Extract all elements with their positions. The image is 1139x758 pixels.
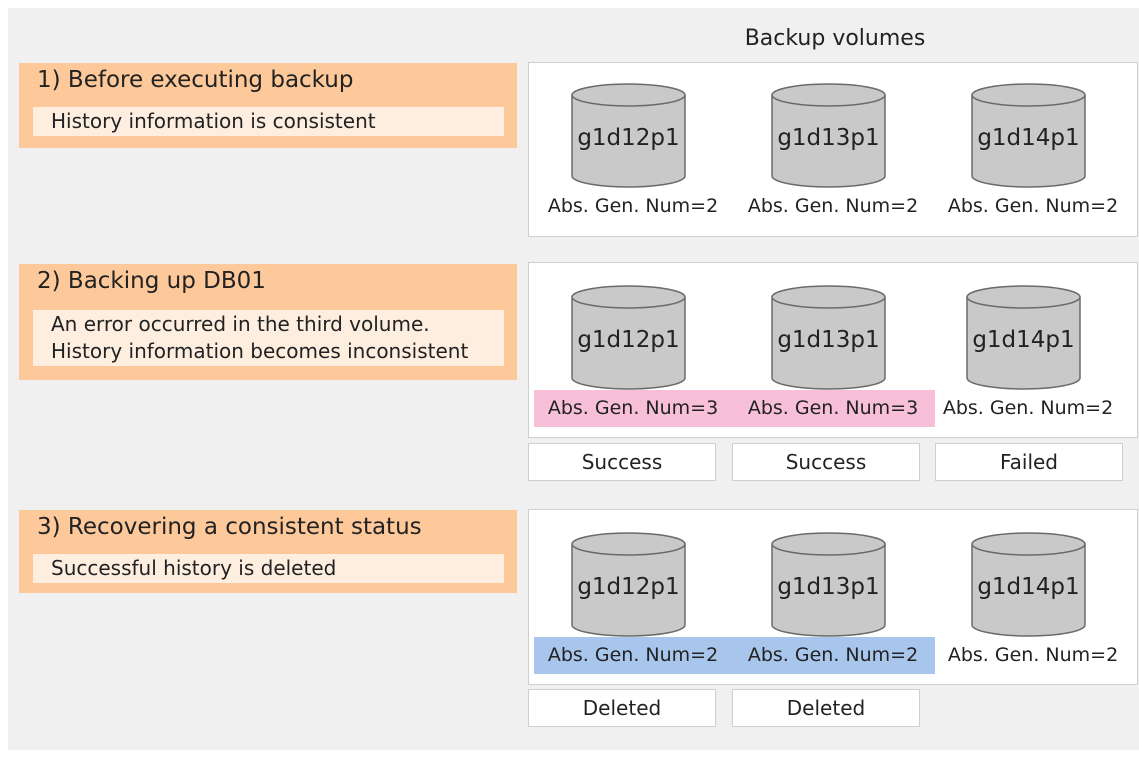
cylinder-icon [971,83,1086,188]
step-3-description: Successful history is deleted [33,554,504,583]
step-1-volume-panel: g1d12p1 Abs. Gen. Num=2 g1d13p1 Abs. Gen… [528,62,1138,237]
step-1-title: 1) Before executing backup [37,67,354,93]
step-2-title: 2) Backing up DB01 [37,268,266,294]
volume-name: g1d14p1 [977,574,1080,600]
volume-name: g1d14p1 [977,125,1080,151]
step-3-title: 3) Recovering a consistent status [37,514,422,540]
step-2-desc-line: History information becomes inconsistent [51,339,469,363]
result-label: Failed [935,443,1123,481]
volume-name: g1d13p1 [777,125,880,151]
cylinder-icon [771,285,886,390]
cylinder-icon [571,532,686,637]
abs-gen-num: Abs. Gen. Num=2 [547,195,719,217]
abs-gen-num: Abs. Gen. Num=2 [547,644,719,666]
backup-volumes-header: Backup volumes [744,26,926,51]
volume-name: g1d12p1 [577,125,680,151]
abs-gen-num: Abs. Gen. Num=2 [747,644,919,666]
step-1-description: History information is consistent [33,107,504,136]
step-2-desc-line: An error occurred in the third volume. [51,312,430,336]
step-2-description: An error occurred in the third volume. H… [33,310,504,366]
volume-name: g1d12p1 [577,574,680,600]
step-2-volume-panel: g1d12p1 Abs. Gen. Num=3 g1d13p1 Abs. Gen… [528,262,1138,438]
volume-name: g1d12p1 [577,327,680,353]
success-highlight [534,390,935,427]
cylinder-icon [971,532,1086,637]
result-label: Deleted [528,689,716,727]
deleted-highlight [534,637,935,674]
step-2-box: 2) Backing up DB01 An error occurred in … [19,264,517,380]
abs-gen-num: Abs. Gen. Num=3 [547,397,719,419]
result-label: Success [528,443,716,481]
step-3-box: 3) Recovering a consistent status Succes… [19,510,517,593]
cylinder-icon [571,83,686,188]
cylinder-icon [771,83,886,188]
result-label: Success [732,443,920,481]
abs-gen-num: Abs. Gen. Num=2 [942,397,1114,419]
abs-gen-num: Abs. Gen. Num=2 [747,195,919,217]
step-1-box: 1) Before executing backup History infor… [19,63,517,148]
abs-gen-num: Abs. Gen. Num=3 [747,397,919,419]
cylinder-icon [571,285,686,390]
abs-gen-num: Abs. Gen. Num=2 [947,644,1119,666]
volume-name: g1d13p1 [777,327,880,353]
step-3-volume-panel: g1d12p1 Abs. Gen. Num=2 g1d13p1 Abs. Gen… [528,509,1138,685]
cylinder-icon [771,532,886,637]
step-3-desc-line: Successful history is deleted [51,556,337,580]
abs-gen-num: Abs. Gen. Num=2 [947,195,1119,217]
step-1-desc-line: History information is consistent [51,109,376,133]
cylinder-icon [966,285,1081,390]
volume-name: g1d13p1 [777,574,880,600]
volume-name: g1d14p1 [972,327,1075,353]
result-label: Deleted [732,689,920,727]
